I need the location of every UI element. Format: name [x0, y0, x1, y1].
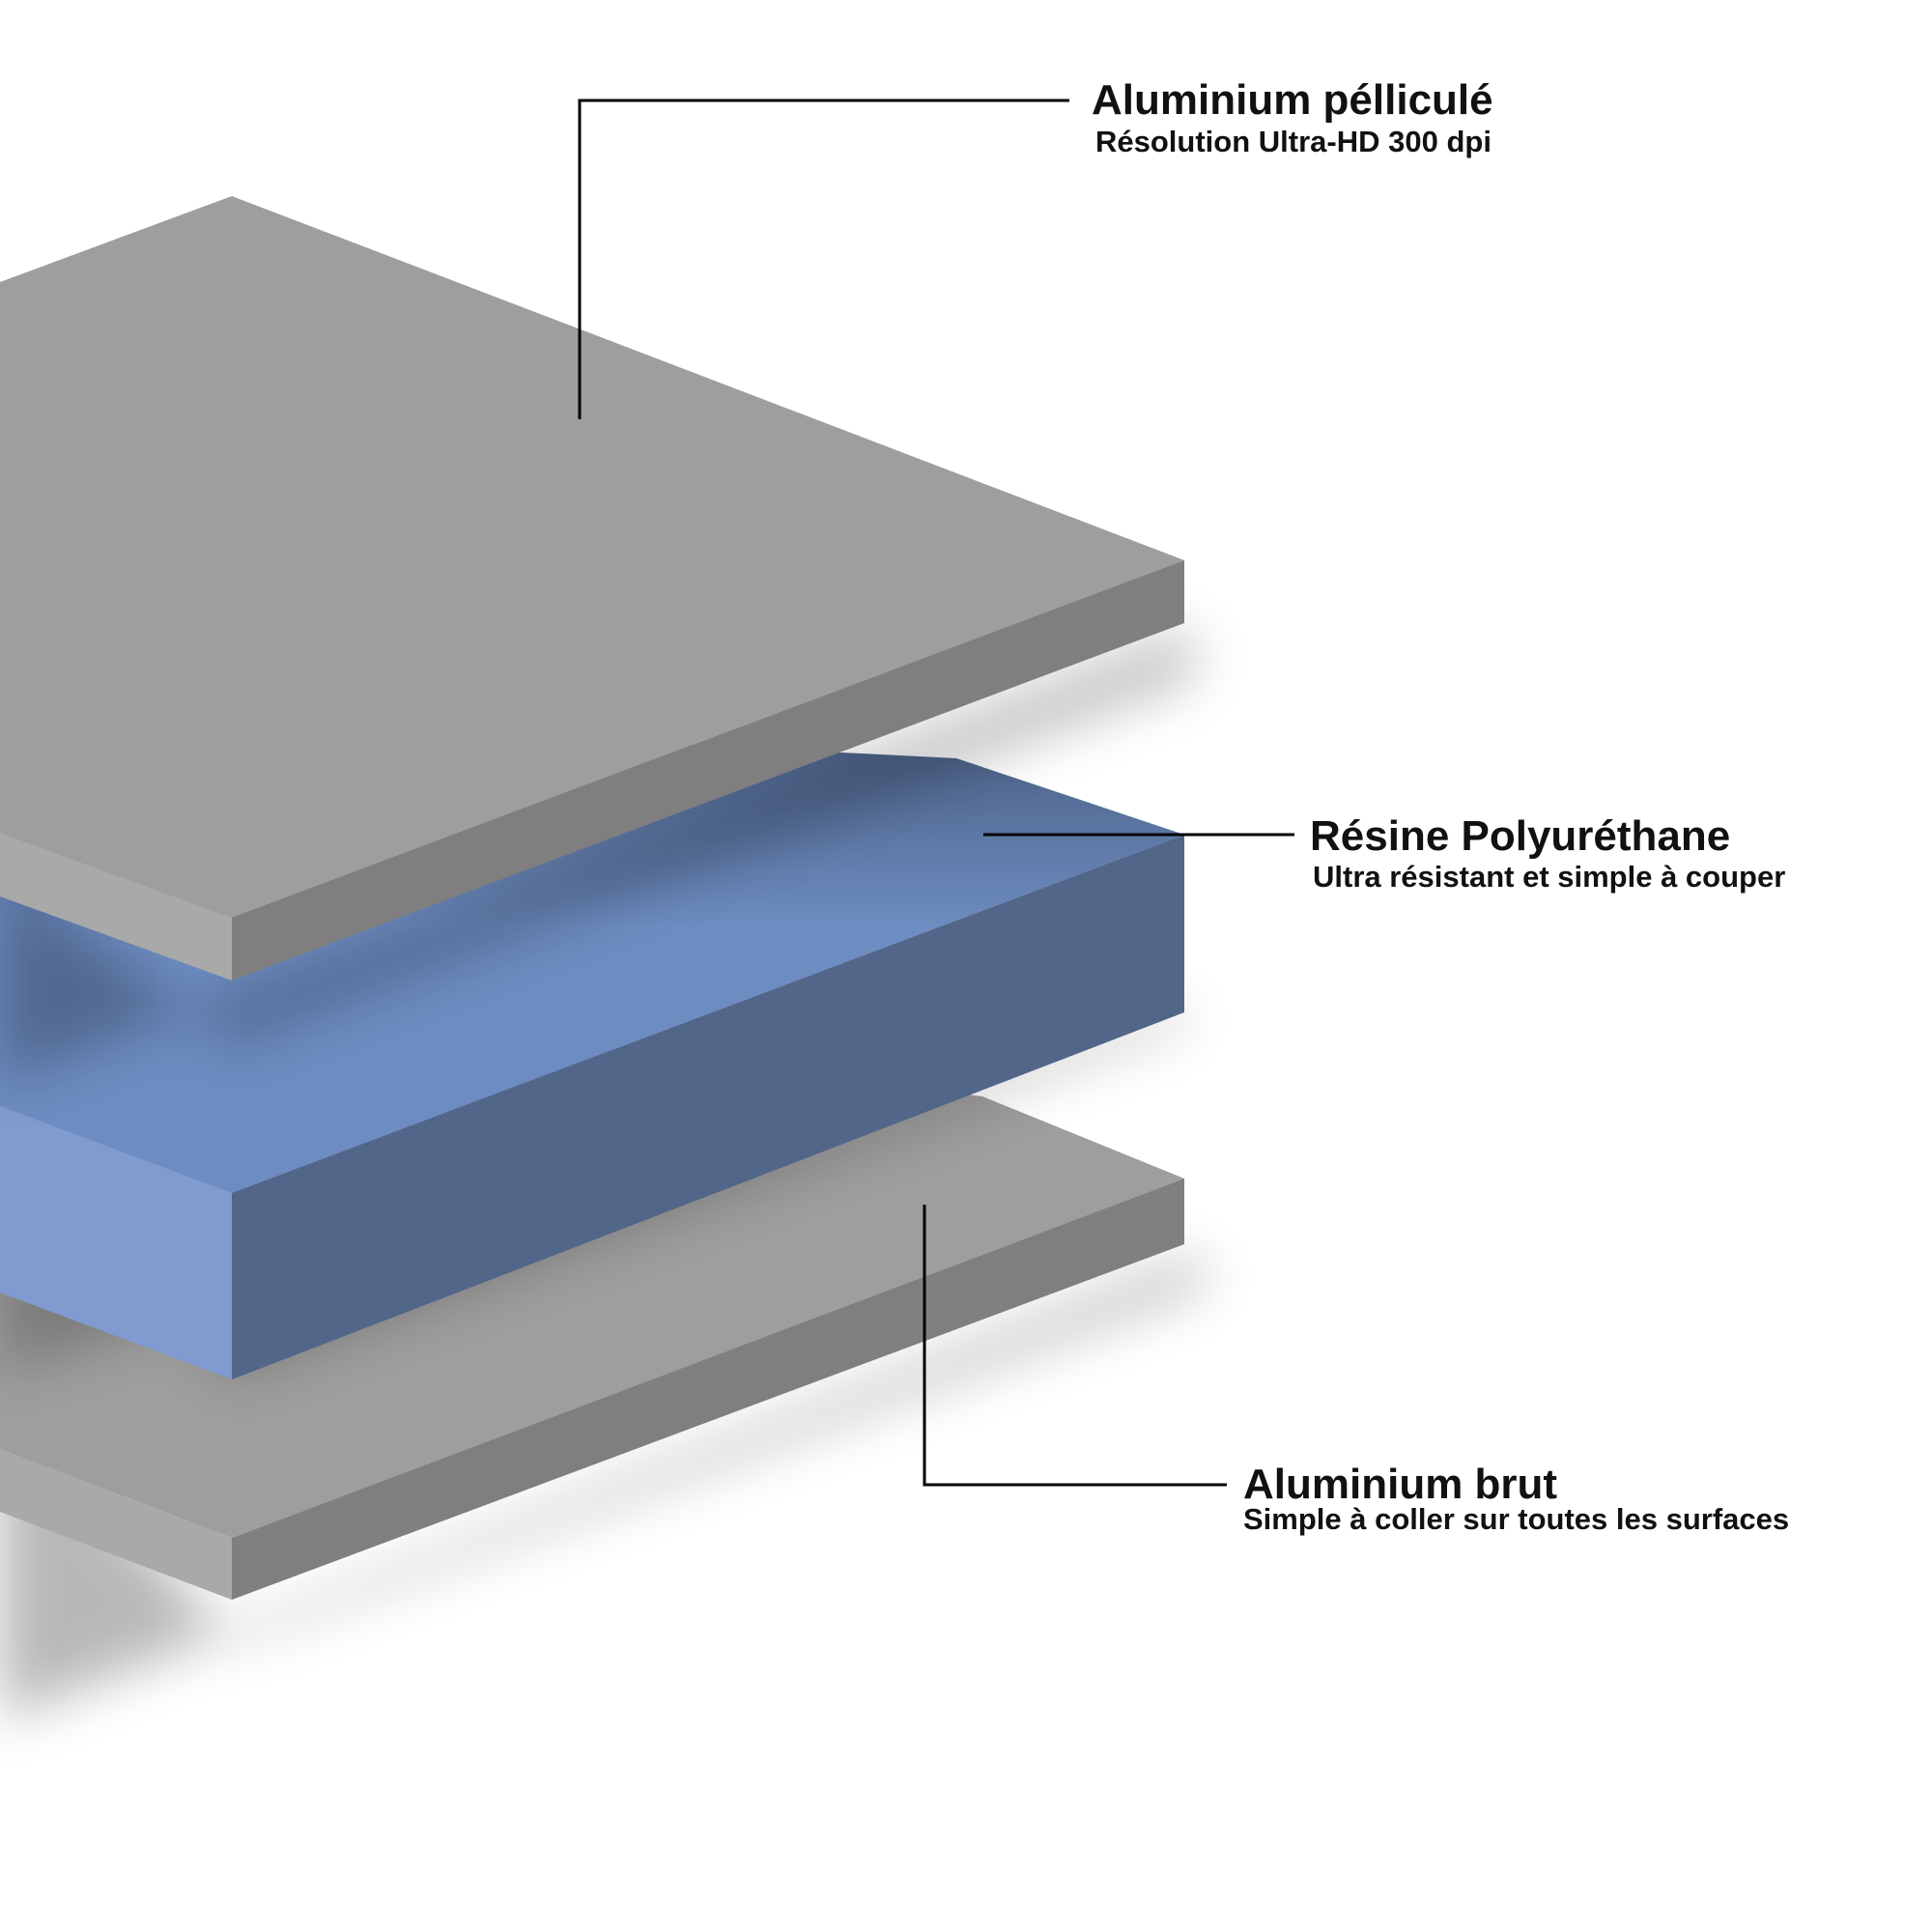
top-panel-front-face — [0, 833, 232, 980]
top-layer-title: Aluminium pélliculé — [1092, 76, 1493, 124]
bottom-layer-leader-line — [923, 1205, 1227, 1487]
top-aluminium-panel — [0, 196, 1198, 1082]
resin-block-front-face — [0, 1106, 232, 1379]
bottom-panel-shadow — [0, 1256, 1208, 1719]
bottom-panel-side-face — [232, 1179, 1184, 1600]
top-layer-subtitle: Résolution Ultra-HD 300 dpi — [1095, 125, 1492, 158]
top-panel-side-face — [232, 560, 1184, 980]
bottom-layer-subtitle: Simple à coller sur toutes les surfaces — [1243, 1502, 1789, 1536]
bottom-layer-title: Aluminium brut — [1243, 1461, 1557, 1508]
top-layer-leader-line — [578, 99, 1069, 419]
top-panel-shadow — [0, 628, 1198, 1082]
middle-layer-title: Résine Polyuréthane — [1310, 812, 1730, 860]
middle-layer-subtitle: Ultra résistant et simple à couper — [1313, 860, 1785, 894]
resin-block-side-face — [232, 835, 1184, 1379]
bottom-panel-front-face — [0, 1449, 232, 1600]
top-panel-top-face — [0, 196, 1184, 918]
